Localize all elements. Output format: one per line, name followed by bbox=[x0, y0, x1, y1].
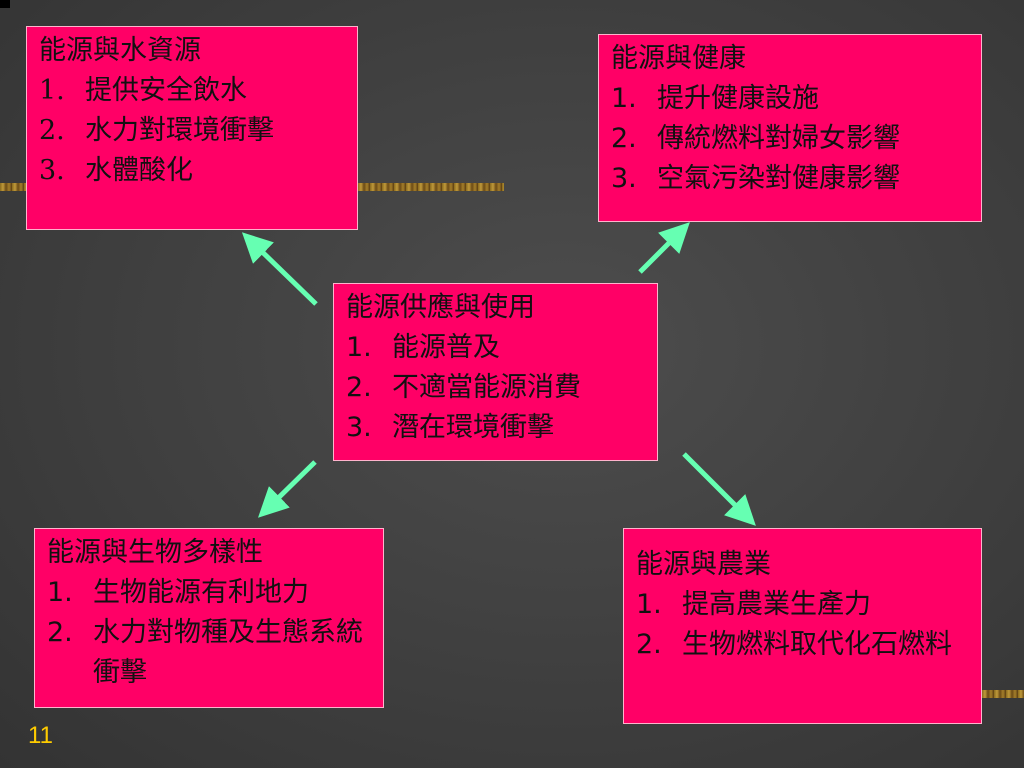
box-energy-supply: 能源供應與使用 1.能源普及 2.不適當能源消費 3.潛在環境衝擊 bbox=[333, 283, 658, 461]
page-number: 11 bbox=[28, 722, 53, 749]
list-item: 3.空氣污染對健康影響 bbox=[611, 163, 900, 194]
list-item: 3.潛在環境衝擊 bbox=[346, 412, 554, 443]
item-list: 1.提供安全飲水 2.水力對環境衝擊 3.水體酸化 bbox=[39, 71, 347, 191]
arrow-to-agriculture bbox=[682, 452, 756, 526]
list-item: 2.水力對環境衝擊 bbox=[39, 115, 274, 146]
box-title: 能源與健康 bbox=[611, 43, 746, 74]
corner-mark bbox=[0, 0, 10, 8]
list-item: 1.生物能源有利地力 bbox=[47, 577, 309, 608]
list-item: 1.提供安全飲水 bbox=[39, 75, 247, 106]
list-item: 1.能源普及 bbox=[346, 332, 500, 363]
box-title: 能源與生物多樣性 bbox=[47, 537, 263, 568]
list-item: 2.水力對物種及生態系統衝擊 bbox=[47, 617, 363, 688]
list-item: 3.水體酸化 bbox=[39, 155, 193, 186]
item-list: 1.提升健康設施 2.傳統燃料對婦女影響 3.空氣污染對健康影響 bbox=[611, 79, 971, 199]
list-item: 2.生物燃料取代化石燃料 bbox=[636, 629, 952, 660]
list-item: 1.提升健康設施 bbox=[611, 83, 819, 114]
arrow-to-water bbox=[241, 232, 318, 306]
arrow-to-biodiversity bbox=[257, 460, 317, 518]
decorative-stripe-right bbox=[982, 690, 1024, 698]
item-list: 1.能源普及 2.不適當能源消費 3.潛在環境衝擊 bbox=[346, 328, 647, 448]
box-biodiversity: 能源與生物多樣性 1.生物能源有利地力 2.水力對物種及生態系統衝擊 bbox=[34, 528, 384, 708]
box-title: 能源與水資源 bbox=[39, 35, 201, 66]
arrow-to-health bbox=[638, 222, 690, 274]
list-item: 1.提高農業生產力 bbox=[636, 589, 871, 620]
box-title: 能源供應與使用 bbox=[346, 292, 535, 323]
item-list: 1.提高農業生產力 2.生物燃料取代化石燃料 bbox=[636, 585, 971, 665]
box-water-resources: 能源與水資源 1.提供安全飲水 2.水力對環境衝擊 3.水體酸化 bbox=[26, 26, 358, 230]
list-item: 2.不適當能源消費 bbox=[346, 372, 581, 403]
box-health: 能源與健康 1.提升健康設施 2.傳統燃料對婦女影響 3.空氣污染對健康影響 bbox=[598, 34, 982, 222]
box-agriculture: 能源與農業 1.提高農業生產力 2.生物燃料取代化石燃料 bbox=[623, 528, 982, 724]
list-item: 2.傳統燃料對婦女影響 bbox=[611, 123, 900, 154]
item-list: 1.生物能源有利地力 2.水力對物種及生態系統衝擊 bbox=[47, 573, 373, 693]
box-title: 能源與農業 bbox=[636, 549, 771, 580]
decorative-stripe-upper bbox=[358, 183, 504, 191]
decorative-stripe-left bbox=[0, 183, 26, 191]
